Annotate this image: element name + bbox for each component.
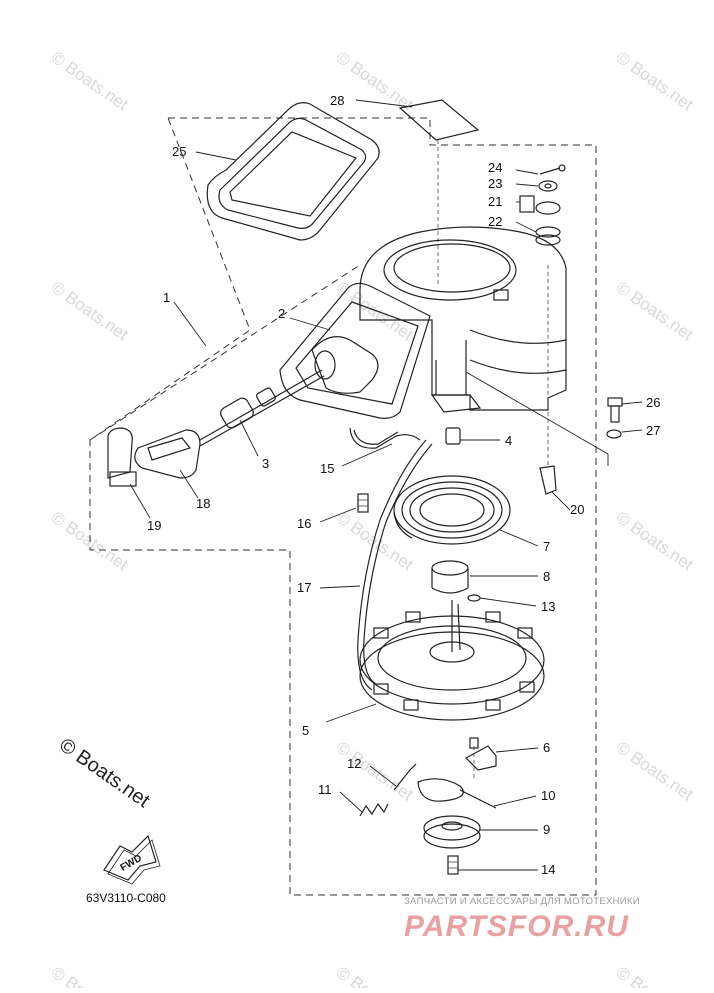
reference-code: 63V3110-C080 xyxy=(86,891,166,905)
watermark: © Boats.net xyxy=(333,738,417,805)
part-18-lever xyxy=(134,429,201,499)
callout-8: 8 xyxy=(543,569,550,584)
callout-22: 22 xyxy=(488,214,502,229)
watermark: © Boats.net xyxy=(48,963,132,988)
part-7-spring xyxy=(393,475,539,547)
callout-26: 26 xyxy=(646,395,660,410)
callout-23: 23 xyxy=(488,176,502,191)
assembly-boundary xyxy=(89,117,597,896)
part-21-guide xyxy=(516,195,561,215)
part-22-spring xyxy=(515,221,561,246)
part-5-pulley xyxy=(325,600,545,723)
part-12-spring-link xyxy=(369,763,417,791)
callout-12: 12 xyxy=(347,756,361,771)
part-4-collar xyxy=(445,427,500,445)
callout-11: 11 xyxy=(318,782,332,797)
part-3-cable xyxy=(199,369,325,457)
callout-19: 19 xyxy=(147,518,161,533)
watermark: © Boats.net xyxy=(613,278,697,345)
callout-21: 21 xyxy=(488,194,502,209)
part-27-washer xyxy=(465,371,643,466)
part-14-bolt xyxy=(447,855,538,875)
part-2-bracket xyxy=(279,282,431,419)
callout-13: 13 xyxy=(541,599,555,614)
watermark: © Boats.net xyxy=(48,48,132,115)
shop-tagline: ЗАПЧАСТИ И АКСЕССУАРЫ ДЛЯ МОТОТЕХНИКИ xyxy=(404,896,640,907)
part-11-spring xyxy=(339,791,389,817)
part-17-cable xyxy=(319,439,433,691)
callout-1-lead xyxy=(173,301,207,347)
watermark: © Boats.net xyxy=(613,738,697,805)
callout-10: 10 xyxy=(541,788,555,803)
callout-3: 3 xyxy=(262,456,269,471)
part-16-bolt xyxy=(319,493,369,523)
watermark: © Boats.net xyxy=(613,963,697,988)
copyright-label: © Boats.net xyxy=(55,734,154,812)
callout-25: 25 xyxy=(172,144,186,159)
part-8-bushing xyxy=(431,560,538,594)
part-6-pawl xyxy=(465,737,539,780)
part-13-clip xyxy=(467,594,537,607)
callout-18: 18 xyxy=(196,496,210,511)
part-10-spring xyxy=(417,778,537,809)
callout-15: 15 xyxy=(320,461,334,476)
callout-2: 2 xyxy=(278,306,285,321)
shop-brand: PARTSFOR.RU xyxy=(404,910,629,943)
watermark: © Boats.net xyxy=(613,508,697,575)
callout-16: 16 xyxy=(297,516,311,531)
part-19-clip xyxy=(107,427,151,519)
callout-4: 4 xyxy=(505,433,512,448)
callout-14: 14 xyxy=(541,862,555,877)
part-26-bolt xyxy=(607,397,643,423)
callout-27: 27 xyxy=(646,423,660,438)
callout-28: 28 xyxy=(330,93,344,108)
part-24-pin xyxy=(515,164,566,175)
callout-labels: 1 2 3 4 5 6 7 8 9 10 11 12 13 14 15 16 1… xyxy=(147,93,660,877)
part-25-seal xyxy=(195,102,380,241)
callout-20: 20 xyxy=(570,502,584,517)
callout-9: 9 xyxy=(543,822,550,837)
callout-17: 17 xyxy=(297,580,311,595)
watermark: © Boats.net xyxy=(333,48,417,115)
callout-5: 5 xyxy=(302,723,309,738)
part-9-plate xyxy=(423,815,538,849)
fwd-arrow-icon: FWD xyxy=(103,834,161,885)
boundary-divider xyxy=(89,264,361,441)
watermark: © Boats.net xyxy=(48,278,132,345)
part-15-cable xyxy=(341,427,421,467)
part-28-decal xyxy=(355,99,480,285)
part-20-latch xyxy=(539,465,571,511)
callout-7: 7 xyxy=(543,539,550,554)
watermark: © Boats.net xyxy=(613,48,697,115)
callout-1: 1 xyxy=(163,290,170,305)
callout-6: 6 xyxy=(543,740,550,755)
part-23-washer xyxy=(515,180,558,192)
watermark: © Boats.net xyxy=(333,963,417,988)
starter-housing xyxy=(359,226,567,468)
callout-24: 24 xyxy=(488,160,502,175)
